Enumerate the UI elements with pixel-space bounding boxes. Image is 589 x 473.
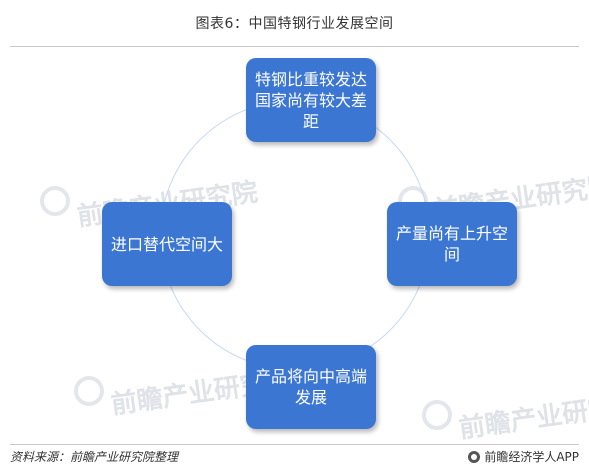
node-label: 产量尚有上升空间 (395, 224, 508, 264)
source-note: 资料来源：前瞻产业研究院整理 (10, 450, 179, 464)
watermark-logo-icon (40, 186, 70, 216)
node-import-substitution: 进口替代空间大 (102, 202, 232, 286)
node-high-end-shift: 产品将向中高端发展 (246, 345, 376, 429)
figure-title: 图表6：中国特钢行业发展空间 (195, 16, 394, 32)
watermark-text: 前瞻产业研究院 (457, 389, 589, 445)
watermark-logo-icon (74, 376, 104, 406)
node-output-growth: 产量尚有上升空间 (387, 202, 517, 286)
footer-divider (10, 444, 579, 445)
brand-logo-icon (468, 450, 481, 463)
node-label: 进口替代空间大 (110, 234, 223, 254)
brand-name: 前瞻经济学人APP (484, 450, 579, 464)
node-label: 产品将向中高端发展 (254, 367, 367, 407)
node-development-gap: 特钢比重较发达国家尚有较大差距 (246, 58, 376, 142)
watermark-logo-icon (422, 400, 452, 430)
node-label: 特钢比重较发达国家尚有较大差距 (254, 69, 367, 131)
brand-mark: 前瞻经济学人APP (468, 448, 579, 465)
title-divider (10, 46, 579, 47)
